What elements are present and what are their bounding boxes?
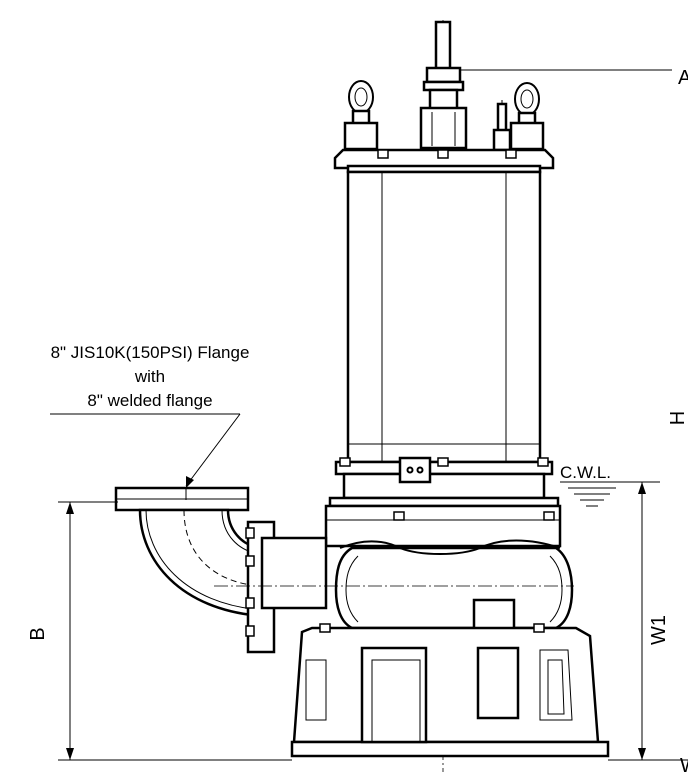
motor-frame xyxy=(346,170,542,464)
right-lifting-eye xyxy=(509,82,545,151)
water-level-marker: C.W.L. xyxy=(560,463,660,507)
motor-top-cover xyxy=(333,148,555,174)
edge-mark-bottom: W xyxy=(680,755,688,772)
motor-bottom-flange xyxy=(328,456,560,508)
dimension-b-label: B xyxy=(27,627,49,640)
water-level-label: C.W.L. xyxy=(560,463,611,482)
cable-gland xyxy=(492,100,512,152)
bearing-housing xyxy=(324,504,562,548)
dimension-w1: W1 xyxy=(608,482,688,761)
flange-note-line1: 8" JIS10K(150PSI) Flange xyxy=(51,343,250,362)
dimension-w1-label: W1 xyxy=(648,615,670,645)
discharge-elbow xyxy=(114,486,328,654)
left-lifting-eye xyxy=(343,80,379,151)
flange-note: 8" JIS10K(150PSI) Flange with 8" welded … xyxy=(50,343,249,488)
pump-stand xyxy=(290,623,610,758)
flange-note-line3: 8" welded flange xyxy=(87,391,212,410)
flange-note-line2: with xyxy=(134,367,165,386)
dimension-h-label: H xyxy=(667,411,688,425)
edge-mark-top: A xyxy=(678,67,688,89)
top-cable-fitting xyxy=(419,20,672,150)
pump-casing xyxy=(334,539,574,649)
dimension-b: B xyxy=(27,501,292,761)
dimension-h: H A W xyxy=(667,67,688,772)
